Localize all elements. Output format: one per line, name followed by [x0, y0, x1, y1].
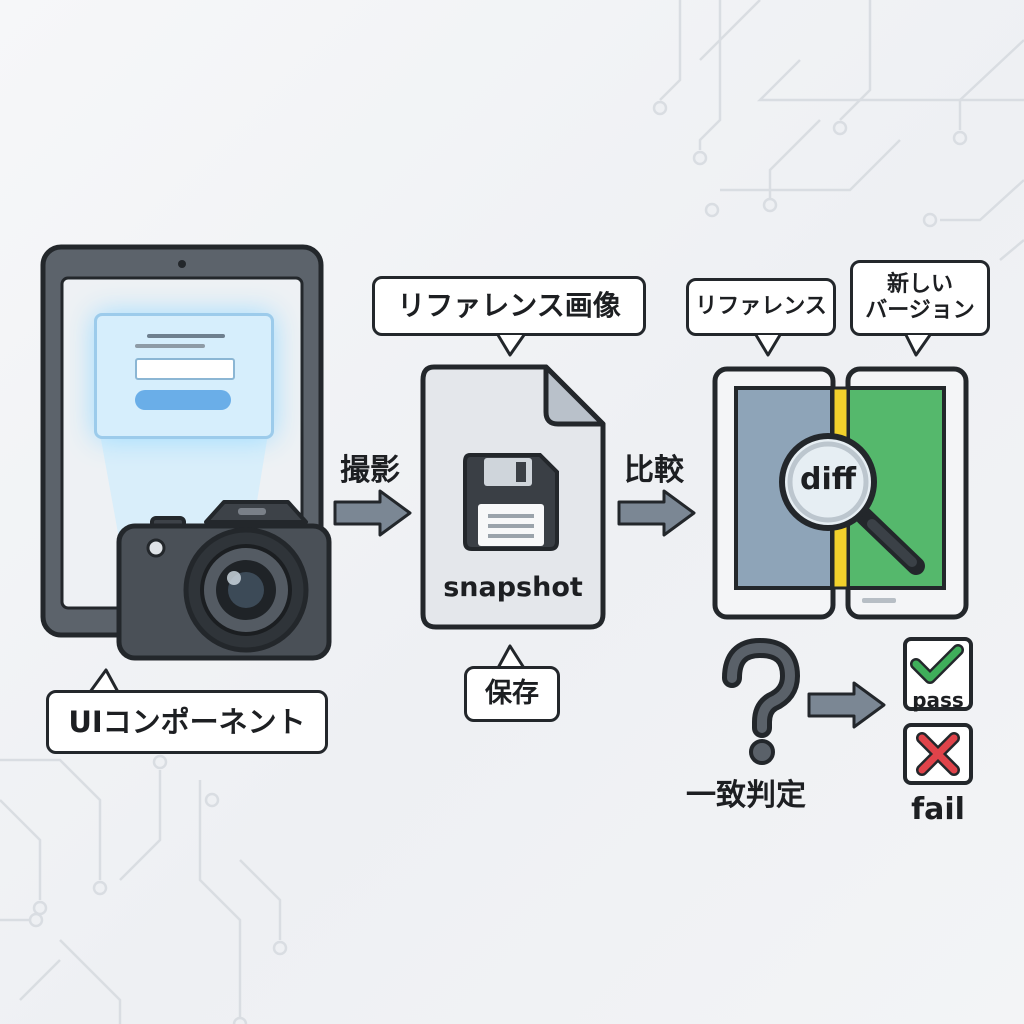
bubble-tail — [496, 334, 526, 357]
arrow-icon — [333, 489, 412, 537]
match-judgement-label: 一致判定 — [686, 778, 806, 813]
ui-component-label: UIコンポーネント — [46, 690, 328, 754]
magnifier-icon — [779, 433, 925, 575]
question-mark-icon — [722, 637, 801, 765]
bubble-tail — [904, 334, 932, 357]
check-box — [903, 637, 973, 711]
reference-label: リファレンス — [686, 278, 836, 336]
cross-box — [903, 723, 973, 785]
card-text-line — [135, 344, 205, 348]
fail-label: fail — [911, 792, 965, 827]
ui-component-card — [94, 313, 274, 439]
floppy-disk-icon — [463, 453, 559, 551]
snapshot-label: snapshot — [443, 572, 583, 603]
bubble-tail — [88, 668, 120, 693]
new-version-label: 新しい バージョン — [850, 260, 990, 336]
bubble-tail — [496, 644, 526, 669]
card-input-field — [135, 358, 235, 380]
pass-label: pass — [912, 688, 964, 712]
card-text-line — [147, 334, 225, 338]
arrow-icon — [807, 681, 886, 729]
reference-image-label: リファレンス画像 — [372, 276, 646, 336]
camera-icon — [116, 500, 332, 661]
bubble-tail — [754, 334, 782, 357]
save-label: 保存 — [464, 666, 560, 722]
card-button — [135, 390, 231, 410]
arrow-icon — [617, 489, 696, 537]
capture-label: 撮影 — [340, 453, 400, 488]
diff-label: diff — [799, 462, 857, 497]
compare-label: 比較 — [624, 453, 684, 488]
